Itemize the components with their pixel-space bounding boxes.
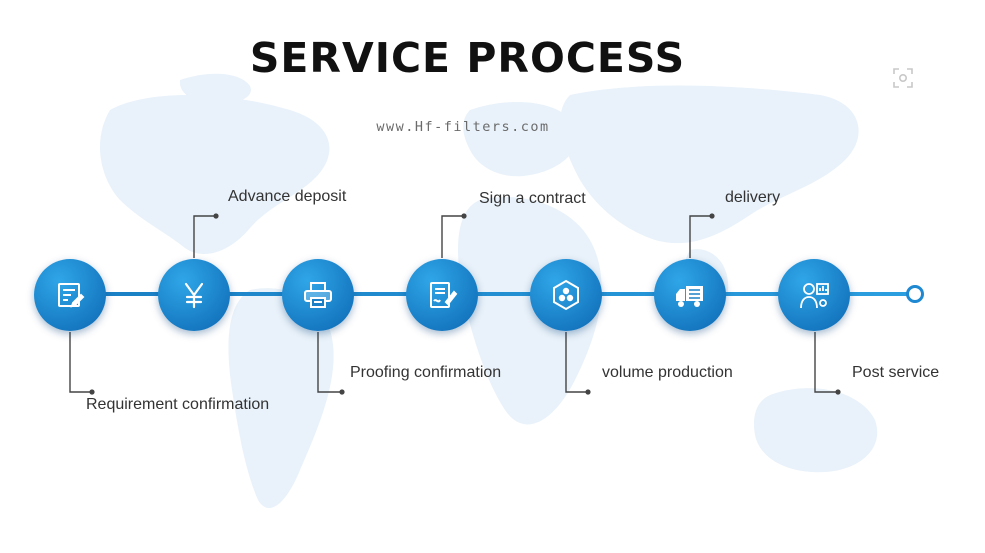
process-timeline [70, 292, 916, 296]
step-post-service [778, 259, 850, 331]
step-proofing-confirmation [282, 259, 354, 331]
contract-sign-icon [430, 282, 458, 308]
page-title: SERVICE PROCESS [249, 34, 686, 82]
timeline-end-dot [906, 285, 924, 303]
step-requirement-confirmation [34, 259, 106, 331]
step-volume-production [530, 259, 602, 331]
printer-icon [304, 282, 332, 308]
scan-icon[interactable] [893, 68, 913, 88]
service-agent-icon [800, 283, 829, 309]
step-label: Advance deposit [228, 188, 347, 205]
step-label: Proofing confirmation [350, 364, 502, 381]
step-label: delivery [725, 189, 781, 206]
delivery-truck-icon [676, 286, 703, 307]
document-edit-icon [58, 283, 85, 308]
step-label: Requirement confirmation [86, 396, 270, 413]
hexagon-molecule-icon [553, 279, 579, 311]
step-label: Post service [852, 364, 940, 381]
website-url: www.Hf-filters.com [376, 119, 550, 135]
step-label: volume production [602, 364, 733, 381]
yen-icon [184, 282, 204, 309]
step-delivery [654, 259, 726, 331]
step-sign-contract [406, 259, 478, 331]
step-label: Sign a contract [479, 190, 586, 207]
step-advance-deposit [158, 259, 230, 331]
